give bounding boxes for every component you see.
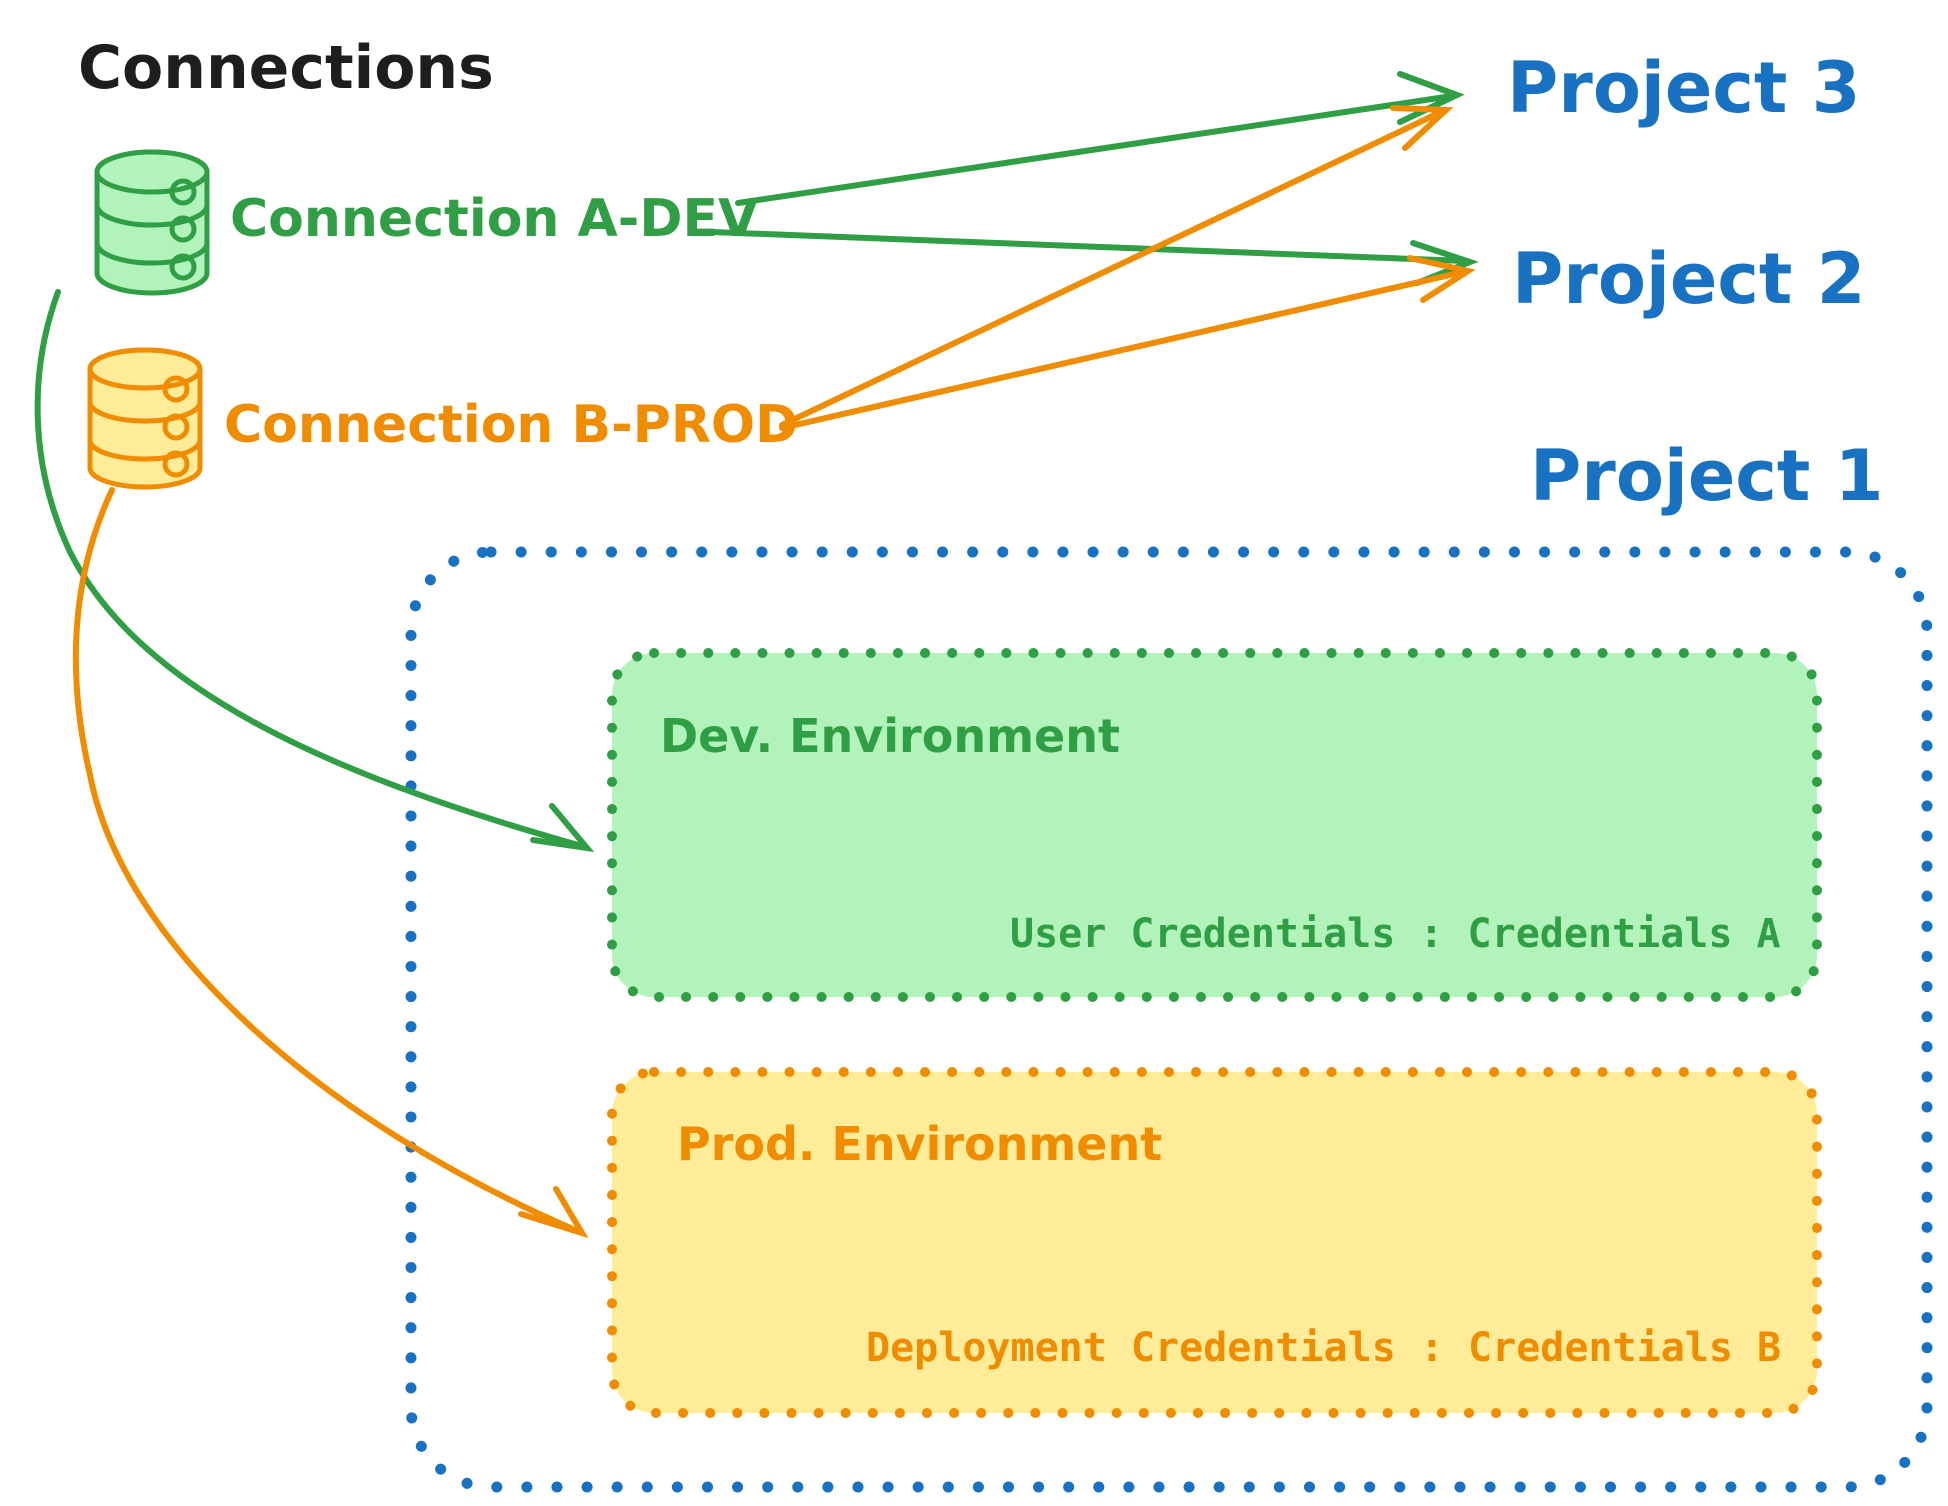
arrow-head xyxy=(1390,105,1454,151)
dev-environment-rect xyxy=(607,648,1822,1002)
arrow-shaft xyxy=(779,109,1444,428)
prod-environment-credentials: Deployment Credentials : Credentials B xyxy=(866,1325,1781,1371)
arrow-head xyxy=(530,803,595,853)
database-icon-b-prod xyxy=(87,347,203,490)
project-2-label: Project 2 xyxy=(1512,238,1865,320)
db-a-led-1 xyxy=(169,178,197,206)
dev-environment-box: Dev. Environment User Credentials : Cred… xyxy=(607,648,1822,1002)
dev-environment-label: Dev. Environment xyxy=(660,709,1120,763)
db-b-separator-2 xyxy=(87,436,203,462)
arrow-head xyxy=(1407,255,1476,303)
dev-environment-credentials: User Credentials : Credentials A xyxy=(1010,911,1781,957)
arrow-b-prod-to-prod-environment xyxy=(72,487,589,1239)
arrow-shaft xyxy=(779,269,1466,431)
diagram-title: Connections xyxy=(78,33,494,103)
db-b-separator-1 xyxy=(87,398,203,424)
arrow-head xyxy=(518,1186,589,1239)
arrow-a-dev-to-project-3 xyxy=(735,71,1465,206)
arrow-b-prod-to-project-2 xyxy=(779,255,1476,431)
db-a-separator-1 xyxy=(94,201,210,228)
connection-b-prod-label: Connection B-PROD xyxy=(224,395,798,455)
connection-a-dev-label: Connection A-DEV xyxy=(230,189,758,249)
prod-environment-rect xyxy=(607,1067,1822,1418)
arrow-curve xyxy=(72,487,578,1233)
db-a-led-2 xyxy=(169,215,197,243)
prod-environment-label: Prod. Environment xyxy=(677,1117,1162,1171)
db-a-led-3 xyxy=(169,253,197,281)
db-b-led-2 xyxy=(162,413,190,441)
project-3-label: Project 3 xyxy=(1507,47,1860,129)
arrow-curve xyxy=(34,289,581,848)
arrow-head xyxy=(1397,71,1465,125)
db-b-led-1 xyxy=(162,375,190,403)
database-icon-a-dev xyxy=(94,149,210,296)
arrow-b-prod-to-project-3 xyxy=(779,105,1454,428)
db-a-separator-2 xyxy=(94,239,210,266)
prod-environment-box: Prod. Environment Deployment Credentials… xyxy=(607,1067,1822,1418)
project-1-label: Project 1 xyxy=(1530,435,1883,517)
arrow-a-dev-to-dev-environment xyxy=(34,289,595,853)
arrow-shaft xyxy=(735,93,1455,206)
arrow-shaft xyxy=(709,229,1468,264)
db-b-led-3 xyxy=(162,450,190,478)
project-1-container-box xyxy=(405,546,1933,1493)
